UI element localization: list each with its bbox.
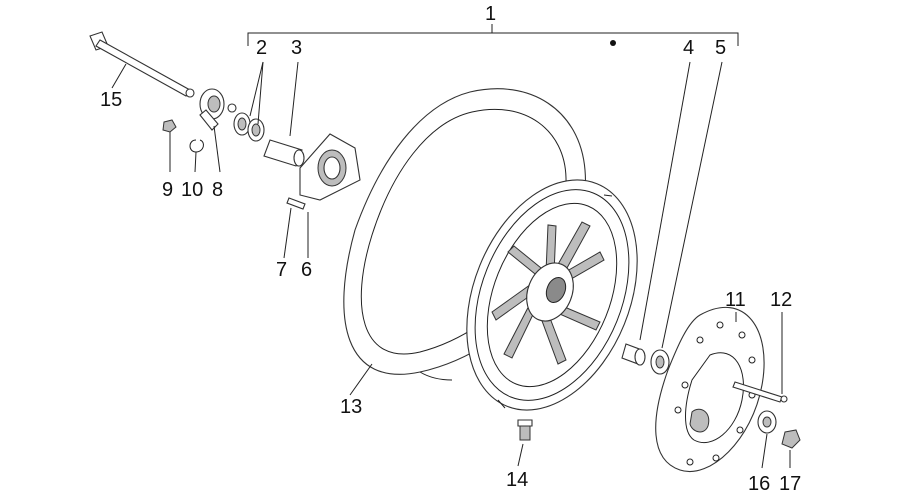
part-callouts: 1 2 3 4 5 15 9 10 8 7 6 13 11 12 14 16 1… <box>100 3 801 493</box>
nut-17 <box>781 429 801 449</box>
callout-15: 15 <box>100 89 122 111</box>
callout-3: 3 <box>291 37 302 59</box>
callout-7: 7 <box>276 259 287 281</box>
nut-9 <box>162 119 177 133</box>
callout-12: 12 <box>770 289 792 311</box>
bearing-5 <box>650 349 670 375</box>
callout-16: 16 <box>748 473 770 493</box>
screw-7 <box>286 197 306 210</box>
bearings <box>233 112 265 142</box>
callout-17: 17 <box>779 473 801 493</box>
leader-lines <box>111 61 791 469</box>
washer-16 <box>757 410 777 434</box>
callout-9: 9 <box>162 179 173 201</box>
bolt-12 <box>732 381 788 403</box>
callout-6: 6 <box>301 259 312 281</box>
rim <box>466 40 638 411</box>
drive-plate <box>299 133 361 201</box>
reference-dot <box>610 40 616 46</box>
callout-1: 1 <box>485 3 496 25</box>
callout-13: 13 <box>340 396 362 418</box>
spacer-4 <box>621 343 646 366</box>
callout-2: 2 <box>256 37 267 59</box>
callout-11: 11 <box>725 289 746 311</box>
brake-disc <box>655 306 765 472</box>
valve-14 <box>517 419 533 441</box>
spacer <box>263 139 305 167</box>
callout-8: 8 <box>212 179 223 201</box>
callout-5: 5 <box>715 37 726 59</box>
callout-14: 14 <box>506 469 528 491</box>
callout-10: 10 <box>181 179 203 201</box>
callout-4: 4 <box>683 37 694 59</box>
circlip-10 <box>189 139 204 153</box>
speedo-drive <box>199 88 237 131</box>
axle <box>89 31 195 98</box>
assembly-bracket <box>247 24 739 46</box>
